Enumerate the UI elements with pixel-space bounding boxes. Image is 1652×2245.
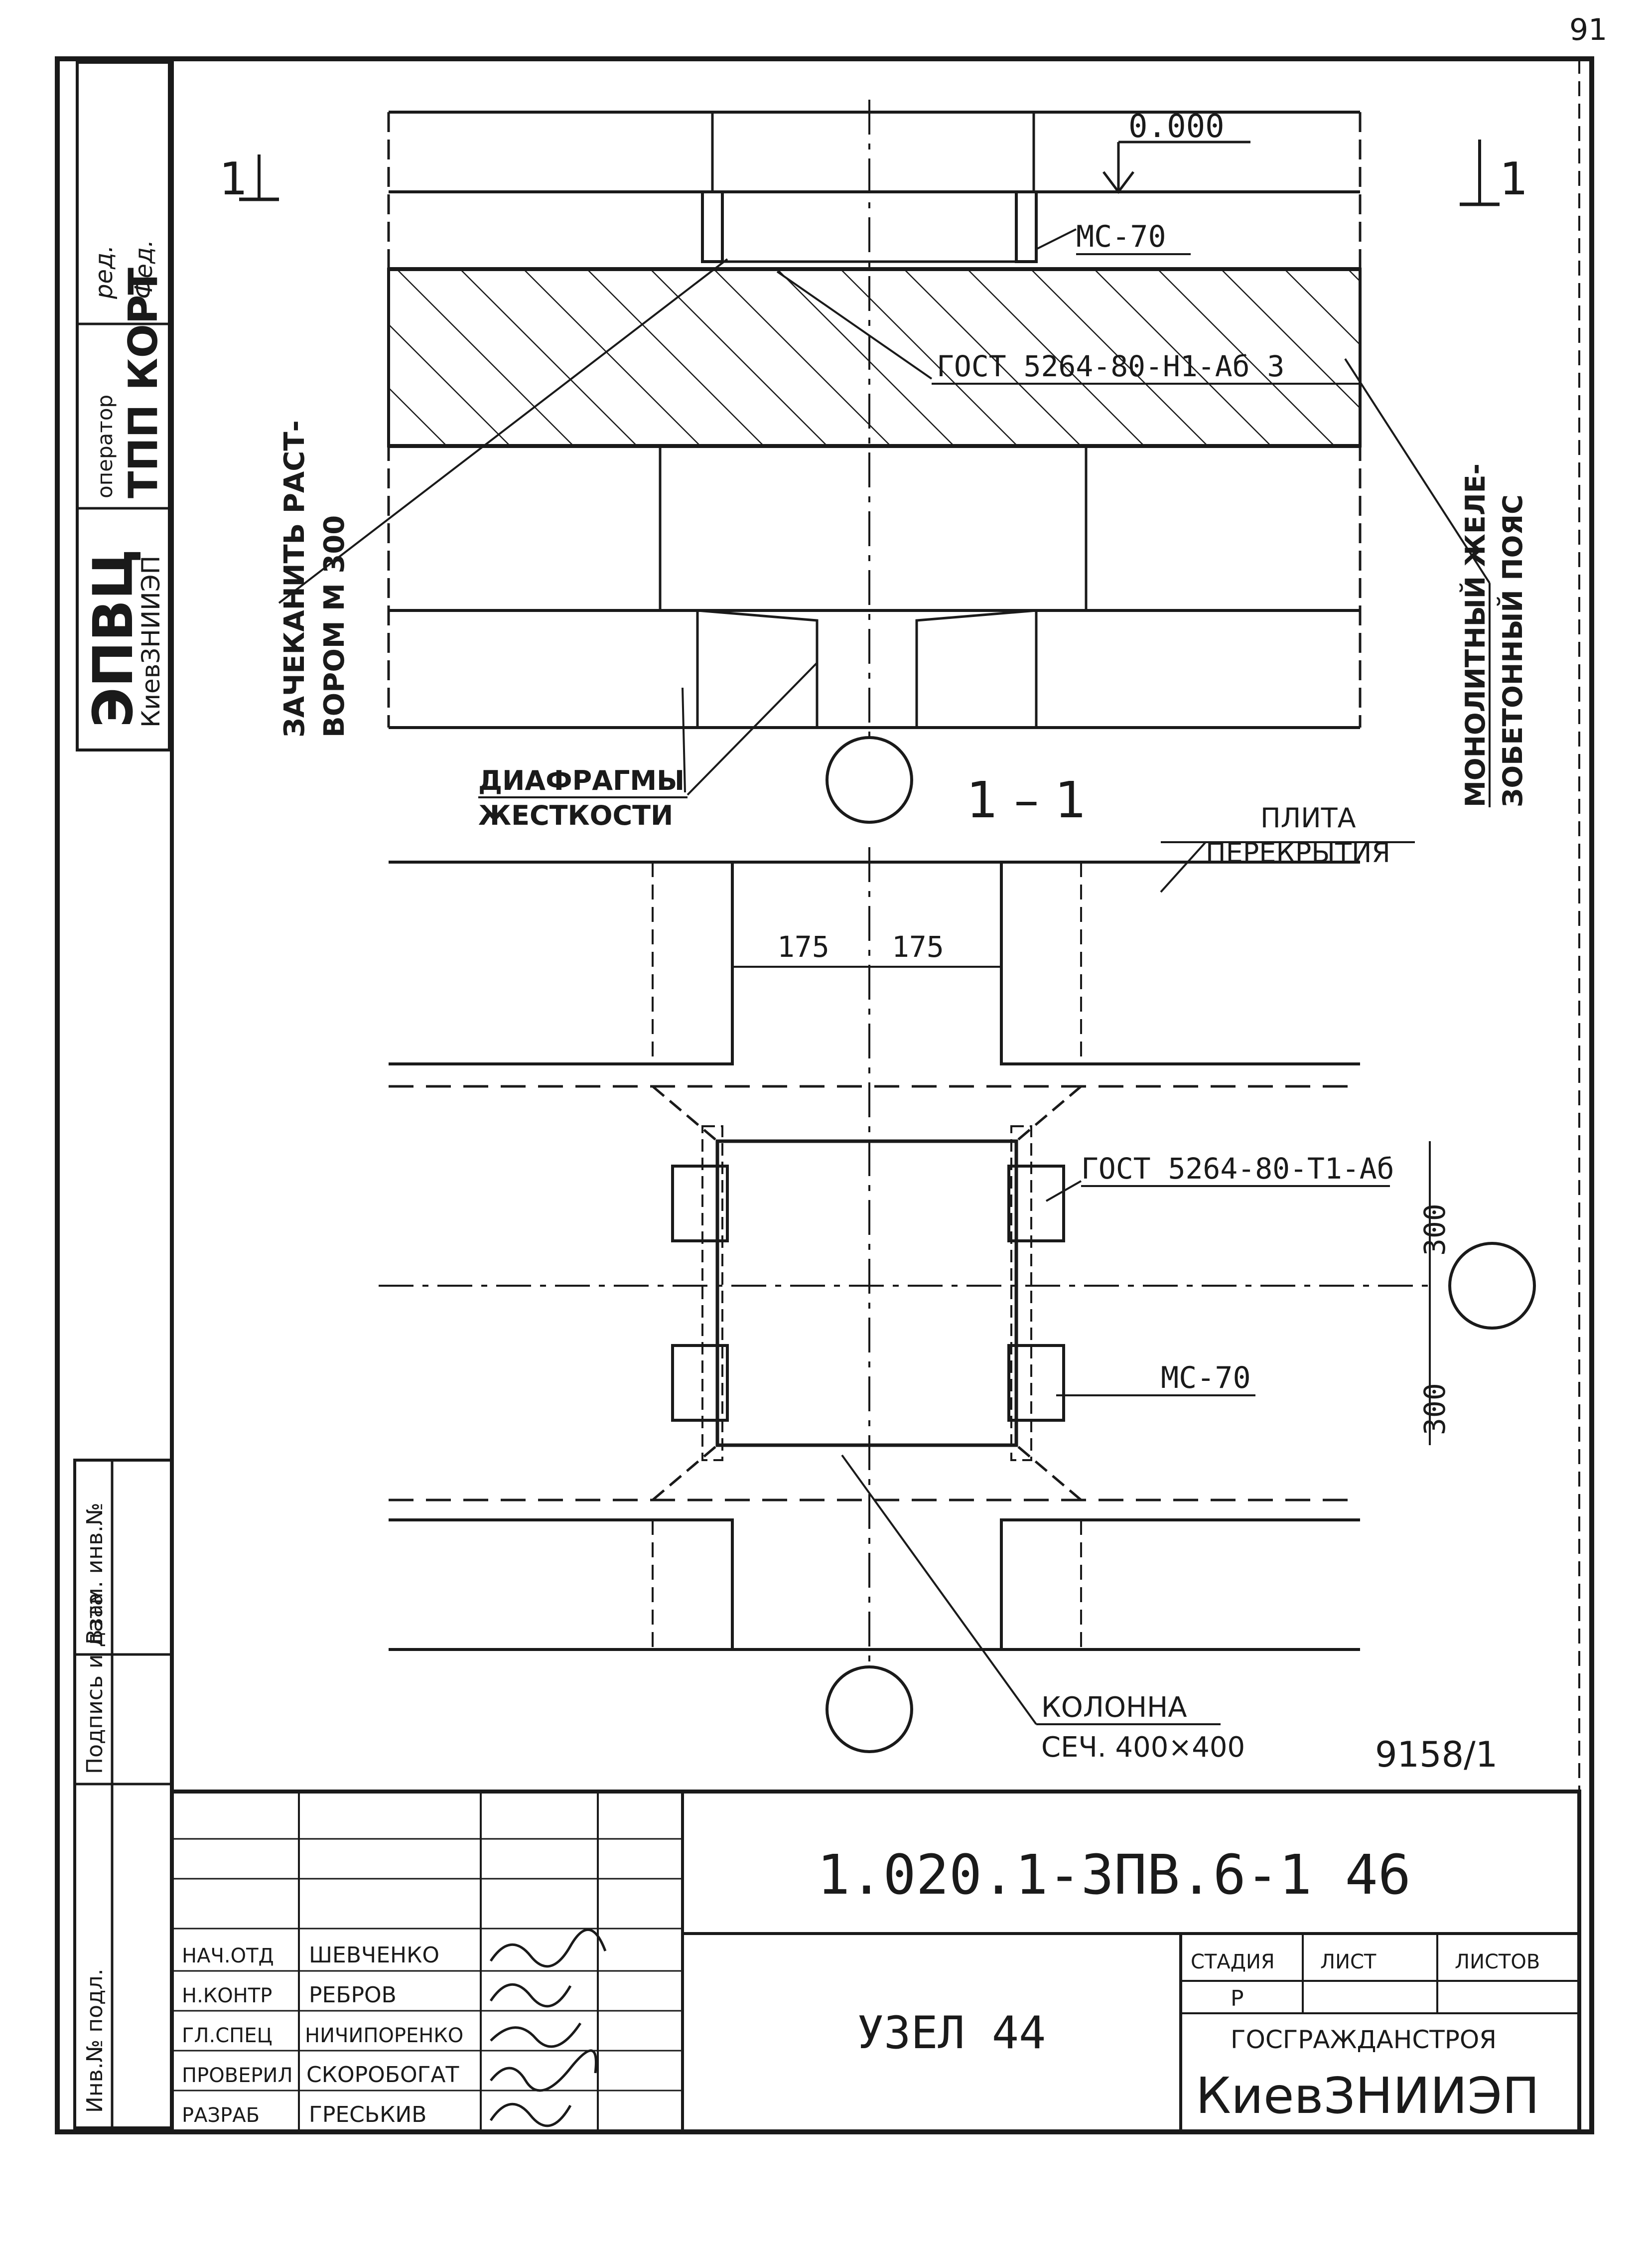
row-name-5: ГРЕСЬКИВ bbox=[309, 2102, 426, 2127]
slab-label-1: ПЛИТА bbox=[1260, 802, 1356, 834]
upper-view: 1 1 0.000 МС-70 ГОСТ 5264-80-Н1-Аб 3 ЗАЧ… bbox=[219, 100, 1528, 831]
archive-number: 9158/1 bbox=[1375, 1734, 1498, 1775]
stamp-editor-label: ред. bbox=[90, 245, 118, 299]
section-title: 1 – 1 bbox=[966, 771, 1087, 829]
concrete-belt bbox=[387, 268, 1362, 448]
belt-note-1: МОНОЛИТНЫЙ ЖЕЛЕ- bbox=[1460, 463, 1491, 807]
plate-top-left bbox=[671, 1165, 729, 1242]
operator-stamp: ЭПВЦ КиевЗНИИЭП оператор ТПП КОРТ ред. Ф… bbox=[76, 61, 171, 751]
section-mark-left: 1 bbox=[219, 153, 248, 205]
dim-175-left: 175 bbox=[777, 930, 829, 964]
sheet-label: ЛИСТ bbox=[1320, 1950, 1377, 1973]
stage-label: СТАДИЯ bbox=[1191, 1950, 1275, 1973]
row-role-2: Н.КОНТР bbox=[182, 1984, 272, 2007]
side-col-3: Взам. инв.№ bbox=[82, 1502, 108, 1645]
org-line-2: КиевЗНИИЭП bbox=[1196, 2067, 1539, 2125]
mortar-note-1: ЗАЧЕКАНИТЬ РАСТ- bbox=[278, 420, 311, 738]
mc70-label-top: МС-70 bbox=[1076, 219, 1166, 254]
dim-175-right: 175 bbox=[892, 930, 944, 964]
signature-4 bbox=[490, 2049, 597, 2092]
plate-bottom-left bbox=[671, 1344, 729, 1422]
diaphragm-label-1: ДИАФРАГМЫ bbox=[478, 765, 685, 796]
dim-300-upper: 300 bbox=[1418, 1203, 1452, 1256]
embedded-plate-left bbox=[701, 190, 724, 263]
stamp-org: ЭПВЦ bbox=[81, 549, 145, 728]
dim-300-lower: 300 bbox=[1418, 1383, 1452, 1435]
mc70-label-bottom: МС-70 bbox=[1161, 1360, 1251, 1395]
node-title: УЗЕЛ 44 bbox=[857, 2007, 1046, 2059]
row-role-5: РАЗРАБ bbox=[182, 2104, 260, 2127]
stamp-editor-sign: Фед. bbox=[130, 240, 158, 299]
axis-marker-bottom bbox=[826, 1665, 913, 1753]
column-label-2: СЕЧ. 400×400 bbox=[1041, 1731, 1245, 1764]
belt-note-2: ЗОБЕТОННЫЙ ПОЯС bbox=[1497, 494, 1528, 807]
mortar-note-2: ВОРОМ М 300 bbox=[318, 515, 351, 738]
elevation-label: 0.000 bbox=[1128, 108, 1225, 145]
stamp-operator-label: оператор bbox=[93, 395, 117, 498]
sheets-label: ЛИСТОВ bbox=[1455, 1950, 1540, 1973]
signature-5 bbox=[489, 2102, 572, 2127]
plan-view: 175 175 ГОСТ 5264-80-Т1-Аб 300 300 МС-70… bbox=[379, 847, 1536, 1764]
side-col-1: Инв.№ подл. bbox=[82, 1968, 108, 2113]
slab-label-2: ПЕРЕКРЫТИЯ bbox=[1206, 837, 1390, 869]
row-name-3: НИЧИПОРЕНКО bbox=[305, 2024, 463, 2047]
title-block: 1.020.1-3ПВ.6-1 46 УЗЕЛ 44 СТАДИЯ ЛИСТ Л… bbox=[170, 1790, 1581, 2134]
page-mark: 91 bbox=[1569, 12, 1607, 47]
signature-2 bbox=[489, 1983, 572, 2008]
rebar-label-top: ГОСТ 5264-80-Н1-Аб 3 bbox=[937, 349, 1284, 383]
side-stamp: Инв.№ подл. Подпись и дата Взам. инв.№ bbox=[73, 1459, 173, 2129]
doc-code: 1.020.1-3ПВ.6-1 46 bbox=[817, 1843, 1411, 1907]
stage-value: Р bbox=[1231, 1986, 1244, 2011]
row-name-4: СКОРОБОГАТ bbox=[306, 2062, 459, 2088]
stamp-sub: КиевЗНИИЭП bbox=[137, 556, 165, 728]
embedded-plate-right bbox=[1015, 190, 1038, 263]
row-role-3: ГЛ.СПЕЦ bbox=[182, 2024, 273, 2047]
signature-1 bbox=[489, 1929, 607, 1968]
column-section bbox=[715, 1139, 1018, 1447]
plate-bottom-right bbox=[1007, 1344, 1065, 1422]
row-name-1: ШЕВЧЕНКО bbox=[309, 1943, 439, 1968]
column-label-1: КОЛОННА bbox=[1041, 1691, 1187, 1724]
plate-top-right bbox=[1007, 1165, 1065, 1242]
axis-marker-right bbox=[1448, 1242, 1536, 1330]
signature-3 bbox=[490, 2022, 582, 2048]
row-name-2: РЕБРОВ bbox=[309, 1982, 397, 2008]
side-col-2: Подпись и дата bbox=[82, 1593, 108, 1774]
section-mark-right: 1 bbox=[1500, 153, 1528, 205]
axis-marker-upper bbox=[826, 736, 913, 824]
org-line-1: ГОСГРАЖДАНСТРОЯ bbox=[1231, 2025, 1497, 2054]
row-role-1: НАЧ.ОТД bbox=[182, 1945, 274, 1967]
stamp-operator-value: ТПП КОРТ bbox=[120, 268, 166, 498]
diaphragm-label-2: ЖЕСТКОСТИ bbox=[478, 800, 673, 831]
rebar-label-bottom: ГОСТ 5264-80-Т1-Аб bbox=[1081, 1152, 1394, 1186]
row-role-4: ПРОВЕРИЛ bbox=[182, 2064, 293, 2087]
